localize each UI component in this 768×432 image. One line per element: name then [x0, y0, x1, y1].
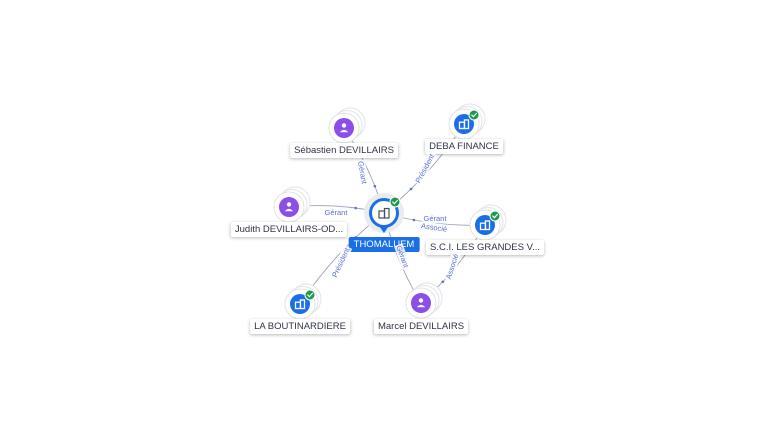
verified-check-icon: [389, 196, 401, 208]
node-label-sebastien[interactable]: Sébastien DEVILLAIRS: [290, 143, 398, 158]
node-marcel: [405, 282, 443, 319]
person-icon: [334, 118, 354, 138]
node-label-judith[interactable]: Judith DEVILLAIRS-OD...: [230, 222, 348, 237]
edge-arrow: [441, 280, 445, 284]
center-node-label[interactable]: THOMALUEM: [348, 237, 420, 252]
node-sebastien: [328, 107, 366, 144]
edge-label: Gérant: [323, 207, 349, 217]
node-deba: [448, 103, 486, 140]
node-label-marcel[interactable]: Marcel DEVILLAIRS: [373, 319, 469, 334]
node-label-deba[interactable]: DEBA FINANCE: [425, 139, 503, 154]
verified-check-icon: [304, 289, 316, 301]
node-boutinardiere: [284, 283, 322, 320]
person-icon: [279, 197, 299, 217]
node-judith: [273, 186, 311, 223]
node-label-boutinardiere[interactable]: LA BOUTINARDIERE: [250, 319, 350, 334]
edge-arrow: [354, 206, 358, 210]
center-node: [364, 193, 404, 233]
node-label-sci[interactable]: S.C.I. LES GRANDES V...: [426, 240, 544, 255]
verified-check-icon: [489, 210, 501, 222]
verified-check-icon: [468, 109, 480, 121]
edge-arrow: [409, 187, 413, 191]
edge-arrow: [373, 184, 377, 188]
person-icon: [411, 293, 431, 313]
node-sci: [469, 204, 507, 241]
edge-arrow: [412, 218, 416, 222]
edge-label: Gérant: [422, 213, 448, 223]
